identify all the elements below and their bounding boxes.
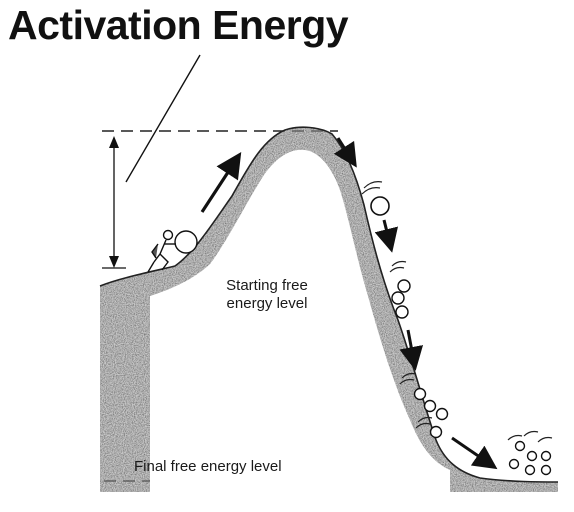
starting-energy-label-line2: energy level — [226, 295, 308, 312]
starting-energy-label: Starting free energy level — [212, 277, 322, 313]
hill-outline — [99, 126, 559, 483]
title-leader-line — [125, 54, 201, 183]
ascent-arrow — [200, 151, 242, 213]
descent-arrow-3 — [399, 329, 424, 371]
final-energy-label: Final free energy level — [134, 458, 282, 475]
starting-energy-label-line1: Starting free — [226, 277, 308, 294]
descent-arrow-2 — [374, 219, 399, 253]
bracket-top-arrowhead — [109, 136, 119, 148]
page-title: Activation Energy — [8, 2, 349, 48]
person-pushing-boulder-icon — [147, 229, 198, 273]
rock-fragment-icon — [391, 279, 552, 476]
descent-arrow-4 — [451, 436, 498, 470]
boulder-icon — [370, 196, 390, 216]
pushed-boulder — [174, 230, 198, 254]
bracket-bottom-arrowhead — [109, 256, 119, 268]
hill-interior — [150, 149, 450, 492]
descent-arrow-1 — [333, 137, 357, 168]
motion-lines — [361, 181, 553, 443]
